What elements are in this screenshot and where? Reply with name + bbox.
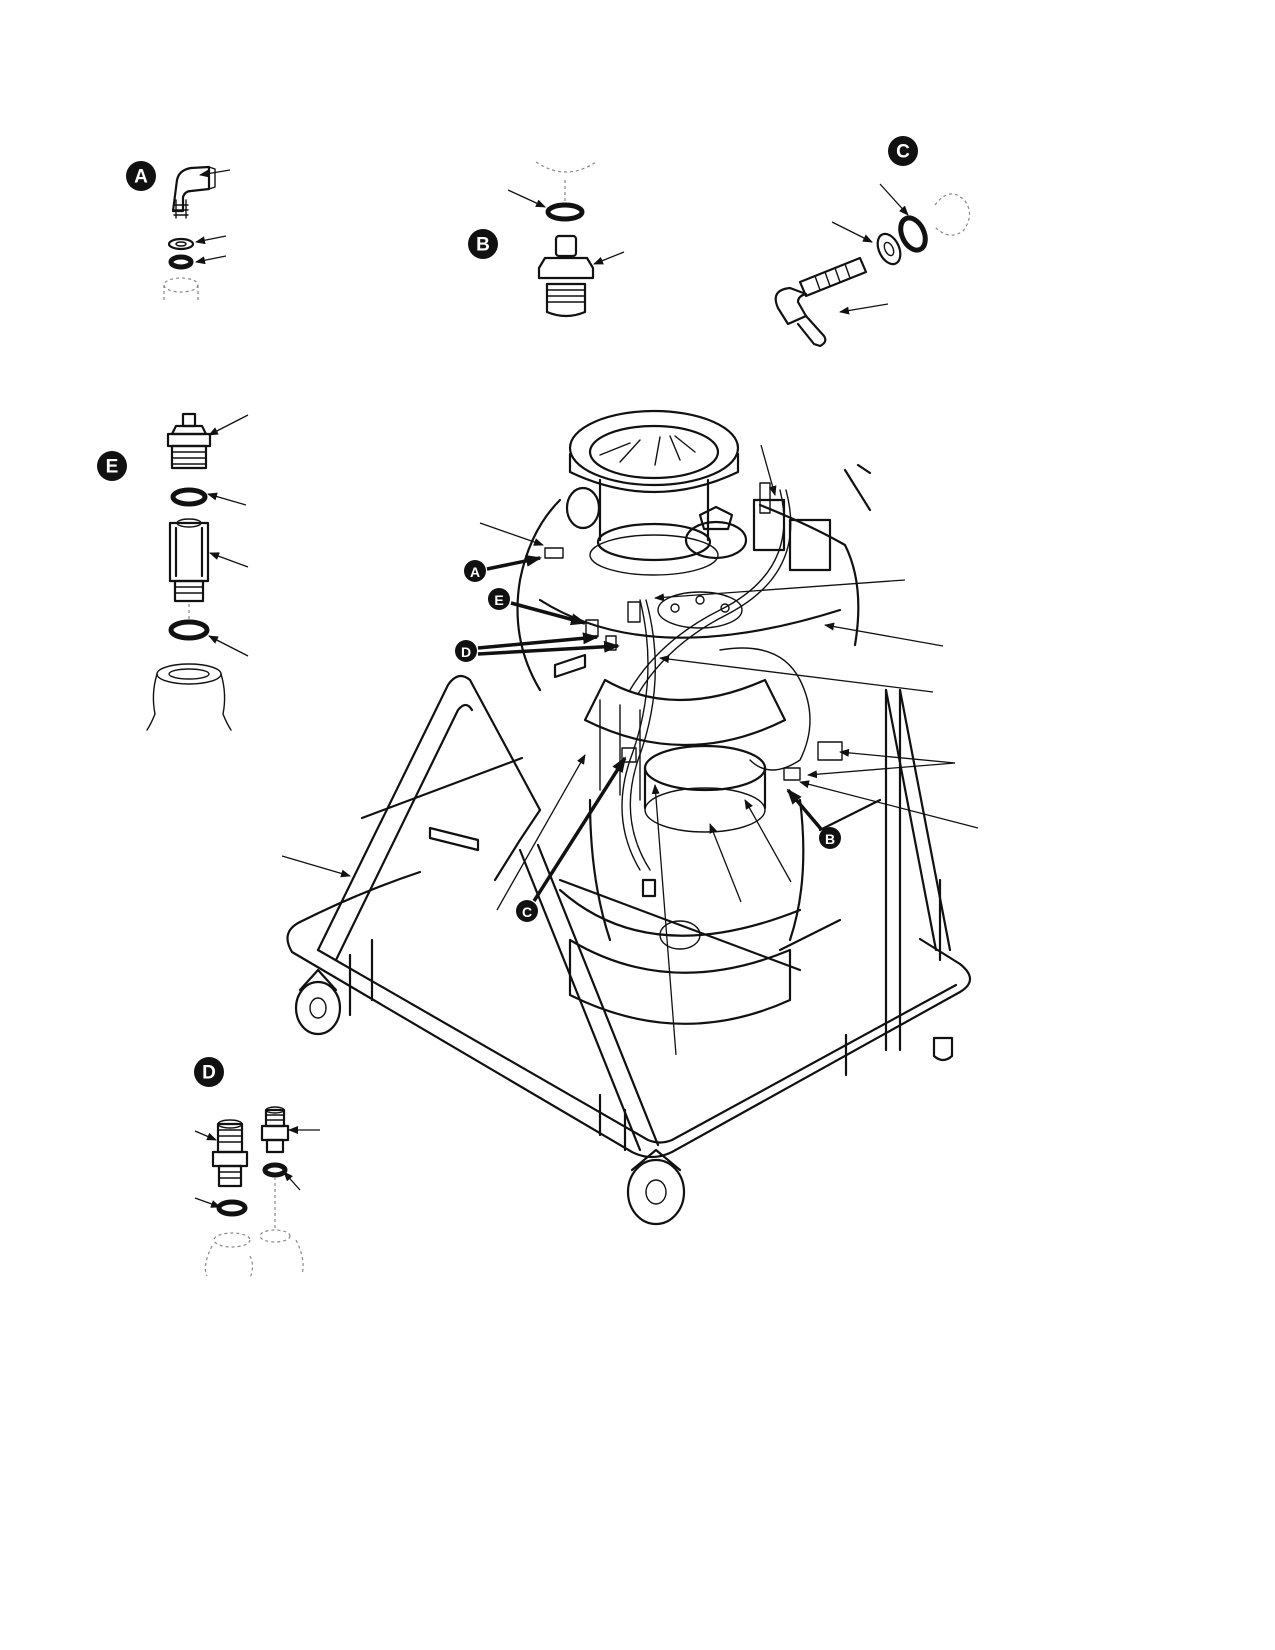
- leader-line: [194, 1197, 221, 1208]
- callout-b-arrow: [786, 788, 823, 831]
- leader-line: [208, 635, 249, 657]
- leader-line: [879, 183, 909, 216]
- callout-d-letter: D: [461, 644, 471, 660]
- leader-line: [659, 655, 934, 693]
- caster-front: [626, 1148, 686, 1226]
- callout-d-badge: [455, 640, 477, 662]
- engine-assembly: [516, 409, 872, 1025]
- callout-c-letter: C: [522, 904, 532, 920]
- leader-line: [496, 754, 586, 911]
- fitting-b: [537, 234, 595, 318]
- o-ring-c: [898, 215, 928, 253]
- combustion-section: [558, 678, 805, 1025]
- o-ring-d-left: [216, 1199, 248, 1217]
- leader-line: [744, 799, 792, 883]
- leader-line: [207, 492, 247, 506]
- callout-c: C: [516, 756, 627, 922]
- elbow-fitting-a: [171, 165, 216, 219]
- leader-line: [208, 414, 249, 436]
- leader-line: [839, 748, 956, 764]
- callout-a: A: [464, 554, 542, 582]
- detail-e-letter: E: [106, 457, 119, 478]
- mating-surface-c: [934, 193, 971, 236]
- leader-line: [839, 303, 889, 315]
- port-boss-a: [163, 277, 199, 293]
- leader-line: [281, 855, 351, 878]
- leader-line: [479, 522, 544, 546]
- o-ring-d-right: [262, 1162, 288, 1178]
- leader-line: [807, 762, 956, 779]
- union-fitting-d-right: [260, 1106, 290, 1154]
- callout-a-badge: [464, 560, 486, 582]
- leader-line: [194, 1130, 217, 1141]
- detail-a: A: [126, 161, 231, 301]
- callout-c-badge: [516, 900, 538, 922]
- leader-line: [507, 189, 546, 208]
- mating-surface-b: [535, 161, 597, 173]
- air-inlet: [568, 409, 740, 576]
- detail-c-letter: C: [896, 142, 910, 163]
- callout-d: D: [455, 632, 620, 662]
- callout-e-badge: [488, 588, 510, 610]
- callout-b-badge: [819, 827, 841, 849]
- elbow-fitting-c: [774, 256, 868, 348]
- detail-a-letter: A: [134, 167, 148, 188]
- caster-right: [932, 1036, 954, 1062]
- wiring-harness: [621, 489, 811, 898]
- caster-left: [294, 968, 342, 1036]
- callout-b: B: [786, 788, 841, 849]
- o-ring-a: [168, 254, 194, 270]
- leader-line: [654, 579, 906, 602]
- o-ring-e-lower: [168, 619, 210, 641]
- callout-a-arrow: [486, 554, 542, 571]
- detail-b-badge: [468, 229, 498, 259]
- leader-line: [209, 552, 249, 568]
- callout-c-arrow: [532, 756, 627, 902]
- leader-line: [760, 444, 777, 496]
- leader-line: [799, 780, 979, 829]
- callout-e-letter: E: [494, 592, 503, 608]
- detail-b: B: [468, 161, 625, 318]
- union-fitting-d-left: [211, 1119, 249, 1188]
- detail-d-badge: [194, 1057, 224, 1087]
- stand-base-outer: [286, 920, 972, 1159]
- callout-d-arrow-1: [477, 632, 599, 650]
- compressor-housing: [516, 463, 872, 692]
- leader-line: [651, 784, 677, 1056]
- detail-e-badge: [97, 451, 127, 481]
- stand-base-inner: [316, 948, 958, 1144]
- main-leaders: [281, 444, 979, 1056]
- callout-b-letter: B: [825, 831, 835, 847]
- detail-c-badge: [888, 136, 918, 166]
- leader-line: [195, 255, 227, 265]
- leader-line: [593, 251, 625, 265]
- detail-c: C: [774, 136, 971, 348]
- detail-d: D: [194, 1057, 320, 1279]
- callout-e: E: [488, 588, 587, 626]
- leader-line: [831, 221, 873, 243]
- leader-line: [195, 235, 227, 245]
- o-ring-e-upper: [170, 487, 208, 507]
- detail-e: E: [97, 412, 249, 731]
- locknut-c: [876, 232, 902, 266]
- nipple-fitting-e: [166, 412, 212, 470]
- leader-line: [283, 1171, 301, 1191]
- leader-line: [199, 169, 231, 178]
- o-ring-b: [545, 202, 585, 222]
- port-boss-e: [146, 663, 232, 731]
- callout-d-arrow-2: [477, 640, 620, 656]
- detail-d-letter: D: [202, 1063, 216, 1084]
- callout-a-letter: A: [470, 564, 480, 580]
- detail-a-badge: [126, 161, 156, 191]
- leader-line: [709, 823, 742, 903]
- engine-stand: [286, 674, 972, 1226]
- leader-line: [824, 622, 944, 647]
- reducer-e: [168, 518, 210, 603]
- callout-e-arrow: [510, 601, 587, 626]
- detail-b-letter: B: [476, 235, 490, 256]
- locknut-a: [167, 237, 195, 251]
- port-boss-d: [204, 1229, 304, 1279]
